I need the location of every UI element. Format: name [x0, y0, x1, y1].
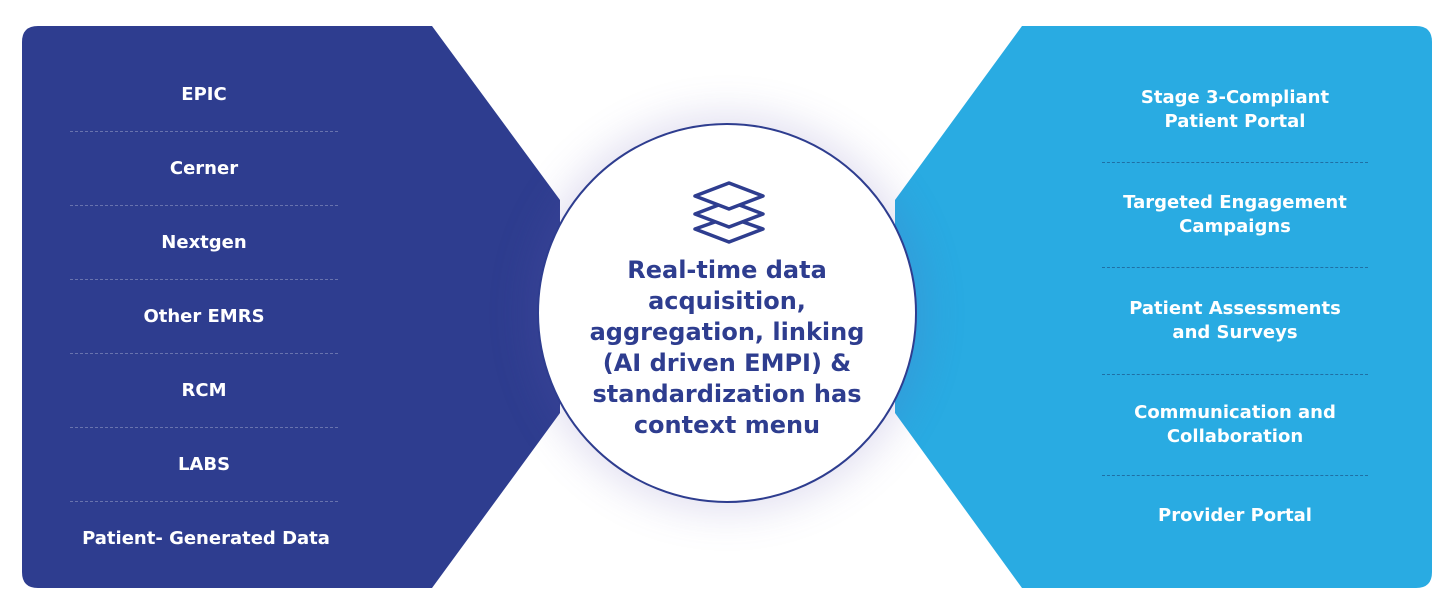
item-line-2: Patient Portal	[1164, 111, 1306, 132]
right-panel-shape	[895, 26, 1432, 588]
source-systems-list: EPIC Cerner Nextgen Other EMRS RCM LABS …	[70, 58, 338, 575]
center-description: Real-time data acquisition, aggregation,…	[589, 256, 865, 439]
item-line-1: Patient Assessments	[1129, 298, 1341, 319]
list-item-nextgen[interactable]: Nextgen	[70, 206, 338, 280]
item-line-2: and Surveys	[1172, 322, 1298, 343]
layers-icon	[693, 181, 765, 244]
engagement-outputs-list: Stage 3-Compliant Patient Portal Targete…	[1102, 58, 1368, 556]
list-item-communication[interactable]: Communication and Collaboration	[1102, 375, 1368, 476]
list-item-rcm[interactable]: RCM	[70, 354, 338, 428]
list-item-patient-assessments[interactable]: Patient Assessments and Surveys	[1102, 268, 1368, 375]
item-line-2: Collaboration	[1166, 426, 1304, 447]
item-line-1: Targeted Engagement	[1123, 192, 1347, 213]
item-line-1: Communication and	[1134, 402, 1336, 423]
list-item-epic[interactable]: EPIC	[70, 58, 338, 132]
list-item-labs[interactable]: LABS	[70, 428, 338, 502]
list-item-targeted-engagement[interactable]: Targeted Engagement Campaigns	[1102, 163, 1368, 268]
list-item-other-emrs[interactable]: Other EMRS	[70, 280, 338, 354]
center-hub[interactable]: Real-time data acquisition, aggregation,…	[537, 123, 917, 503]
item-line-1: Provider Portal	[1158, 505, 1312, 526]
list-item-patient-generated-data[interactable]: Patient- Generated Data	[82, 527, 330, 549]
item-line-2: Campaigns	[1179, 216, 1291, 237]
left-panel-shape	[22, 26, 560, 588]
list-item-cerner[interactable]: Cerner	[70, 132, 338, 206]
list-item-provider-portal[interactable]: Provider Portal	[1102, 476, 1368, 556]
item-line-1: Stage 3-Compliant	[1140, 87, 1330, 108]
list-item-stage3-patient-portal[interactable]: Stage 3-Compliant Patient Portal	[1102, 58, 1368, 163]
